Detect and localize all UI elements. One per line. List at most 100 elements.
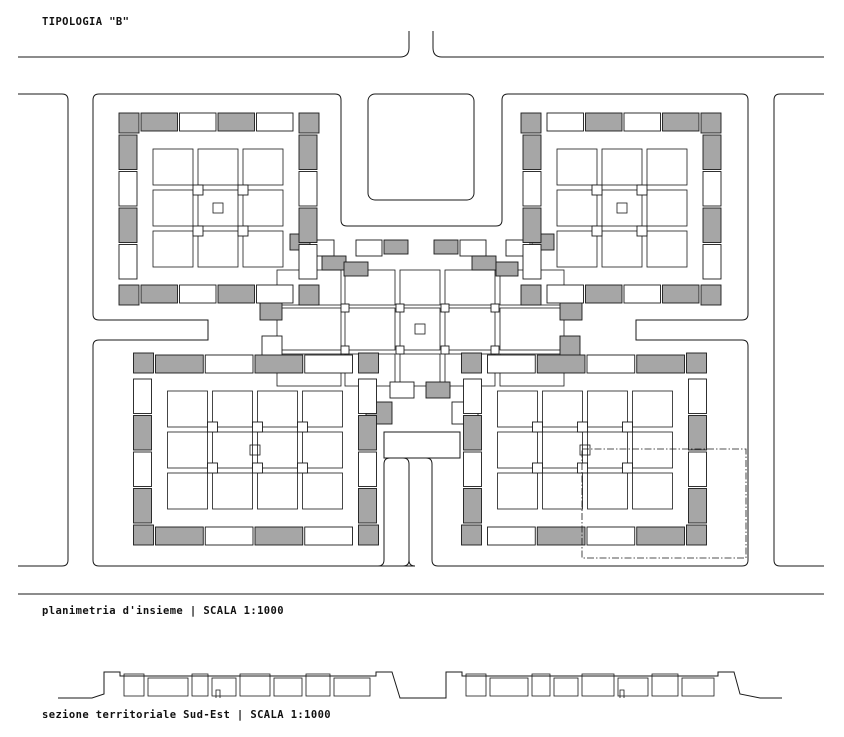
- building-block: [585, 284, 623, 304]
- section-building: [531, 673, 551, 697]
- building-block: [140, 112, 178, 132]
- grid-node: [395, 303, 405, 313]
- courtyard-cell: [497, 431, 538, 469]
- grid-node: [622, 462, 633, 474]
- building-block: [343, 261, 369, 277]
- north-central-parcel: [367, 93, 475, 201]
- corner-tower: [298, 112, 320, 134]
- courtyard-cell: [497, 472, 538, 510]
- building-block: [256, 112, 294, 132]
- building-block: [487, 526, 536, 546]
- building-block: [433, 239, 459, 255]
- building-block: [662, 284, 700, 304]
- district-outline: [92, 93, 749, 567]
- building-block: [321, 255, 347, 271]
- building-block: [304, 354, 353, 374]
- building-block: [254, 354, 304, 374]
- section-building: [489, 677, 529, 697]
- building-block: [522, 207, 542, 243]
- building-block: [536, 526, 586, 546]
- grid-node: [622, 421, 633, 433]
- building-block: [471, 255, 497, 271]
- building-block: [118, 171, 138, 207]
- building-block: [133, 488, 152, 524]
- corner-tower: [118, 112, 140, 134]
- building-block: [662, 112, 700, 132]
- cluster-nw: [118, 112, 320, 306]
- section-building: [123, 673, 145, 697]
- courtyard-cell: [556, 189, 598, 227]
- section-building: [681, 677, 715, 697]
- courtyard-cell: [152, 148, 194, 186]
- courtyard-cell: [632, 390, 673, 428]
- building-block: [298, 207, 318, 243]
- territorial-section: [58, 671, 782, 699]
- courtyard-cell: [587, 431, 628, 469]
- grid-node: [440, 345, 450, 355]
- grid-node: [440, 303, 450, 313]
- building-block: [522, 134, 542, 170]
- building-block: [586, 526, 636, 546]
- building-block: [495, 261, 519, 277]
- building-block: [140, 284, 178, 304]
- grid-node: [252, 421, 263, 433]
- building-block: [425, 381, 451, 399]
- building-block: [463, 415, 482, 451]
- building-block: [702, 134, 722, 170]
- center-marker: [579, 444, 591, 456]
- center-marker: [212, 202, 224, 214]
- grid-node: [207, 462, 218, 474]
- corner-tower: [358, 352, 379, 374]
- courtyard-cell: [399, 269, 441, 306]
- building-block: [536, 354, 586, 374]
- section-building: [239, 673, 271, 697]
- grid-node: [192, 225, 204, 237]
- courtyard-cell: [556, 148, 598, 186]
- building-block: [133, 451, 152, 487]
- section-building: [465, 673, 487, 697]
- courtyard-cell: [152, 230, 194, 268]
- courtyard-cell: [344, 269, 396, 306]
- courtyard-cell: [167, 472, 208, 510]
- courtyard-cell: [601, 148, 643, 186]
- building-block: [623, 112, 661, 132]
- grid-node: [207, 421, 218, 433]
- courtyard-cell: [542, 431, 583, 469]
- courtyard-cell: [276, 307, 342, 351]
- courtyard-cell: [556, 230, 598, 268]
- courtyard-cell: [257, 390, 298, 428]
- building-block: [623, 284, 661, 304]
- corner-tower: [133, 524, 154, 546]
- grid-node: [252, 462, 263, 474]
- grid-node: [340, 303, 350, 313]
- building-block: [304, 526, 353, 546]
- courtyard-cell: [646, 230, 688, 268]
- center-marker: [249, 444, 261, 456]
- building-block: [702, 207, 722, 243]
- east-block: [773, 93, 824, 567]
- courtyard-cell: [646, 148, 688, 186]
- courtyard-cell: [302, 431, 343, 469]
- corner-tower: [520, 284, 542, 306]
- courtyard-cell: [212, 472, 253, 510]
- grid-node: [340, 345, 350, 355]
- building-block: [459, 239, 487, 257]
- section-caption: sezione territoriale Sud-Est | SCALA 1:1…: [42, 709, 332, 721]
- courtyard-cell: [257, 472, 298, 510]
- courtyard-cell: [212, 390, 253, 428]
- grid-node: [297, 421, 308, 433]
- grid-node: [297, 462, 308, 474]
- building-block: [358, 451, 377, 487]
- section-building: [273, 677, 303, 697]
- grid-node: [237, 184, 249, 196]
- courtyard-cell: [646, 189, 688, 227]
- grid-node: [591, 225, 603, 237]
- courtyard-cell: [167, 390, 208, 428]
- building-block: [179, 112, 217, 132]
- grid-node: [577, 462, 588, 474]
- courtyard-cell: [399, 307, 441, 351]
- building-block: [586, 354, 636, 374]
- corner-tower: [700, 284, 722, 306]
- building-block: [487, 354, 536, 374]
